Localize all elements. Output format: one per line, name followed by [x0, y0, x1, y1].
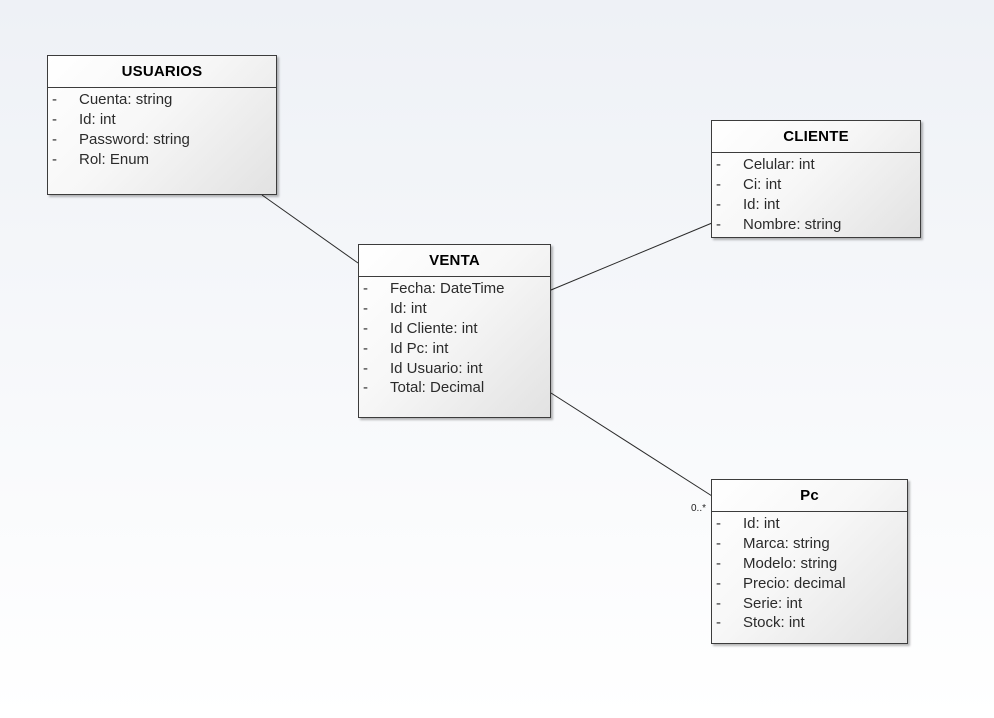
visibility-marker: - — [716, 195, 721, 213]
attribute-text: Id: int — [743, 195, 780, 213]
attribute-row[interactable]: - Serie: int — [712, 593, 907, 613]
attribute-text: Fecha: DateTime — [390, 280, 505, 298]
class-name: Pc — [712, 480, 907, 512]
attribute-list: - Cuenta: string - Id: int - Password: stri… — [48, 88, 276, 169]
visibility-marker: - — [52, 150, 57, 168]
attribute-row[interactable]: - Nombre: string — [712, 214, 920, 234]
attribute-row[interactable]: - Id Usuario: int — [359, 358, 550, 378]
attribute-list: - Fecha: DateTime - Id: int - Id Cliente: i… — [359, 277, 550, 398]
attribute-row[interactable]: - Id: int — [712, 195, 920, 215]
class-name: USUARIOS — [48, 56, 276, 88]
attribute-row[interactable]: - Cuenta: string — [48, 90, 276, 110]
visibility-marker: - — [716, 176, 721, 194]
attribute-text: Id Cliente: int — [390, 319, 478, 337]
attribute-text: Password: string — [79, 130, 190, 148]
attribute-row[interactable]: - Rol: Enum — [48, 149, 276, 169]
attribute-text: Id: int — [390, 300, 427, 318]
visibility-marker: - — [716, 215, 721, 233]
visibility-marker: - — [716, 515, 721, 533]
attribute-row[interactable]: - Id: int — [48, 110, 276, 130]
attribute-row[interactable]: - Fecha: DateTime — [359, 279, 550, 299]
attribute-row[interactable]: - Password: string — [48, 130, 276, 150]
attribute-row[interactable]: - Ci: int — [712, 175, 920, 195]
attribute-row[interactable]: - Id Cliente: int — [359, 319, 550, 339]
attribute-text: Serie: int — [743, 594, 803, 612]
class-name: CLIENTE — [712, 121, 920, 153]
attribute-text: Id: int — [79, 111, 116, 129]
attribute-text: Cuenta: string — [79, 91, 173, 109]
visibility-marker: - — [363, 300, 368, 318]
attribute-row[interactable]: - Id: int — [359, 299, 550, 319]
class-name: VENTA — [359, 245, 550, 277]
attribute-row[interactable]: - Id Pc: int — [359, 338, 550, 358]
attribute-text: Id Usuario: int — [390, 359, 483, 377]
attribute-row[interactable]: - Precio: decimal — [712, 573, 907, 593]
attribute-text: Total: Decimal — [390, 379, 485, 397]
visibility-marker: - — [363, 280, 368, 298]
visibility-marker: - — [363, 319, 368, 337]
attribute-text: Marca: string — [743, 535, 830, 553]
attribute-text: Id Pc: int — [390, 339, 449, 357]
visibility-marker: - — [52, 91, 57, 109]
visibility-marker: - — [716, 535, 721, 553]
class-usuarios[interactable]: USUARIOS - Cuenta: string - Id: int - Passw… — [47, 55, 277, 195]
visibility-marker: - — [52, 130, 57, 148]
attribute-row[interactable]: - Total: Decimal — [359, 378, 550, 398]
attribute-text: Modelo: string — [743, 554, 838, 572]
attribute-text: Nombre: string — [743, 215, 842, 233]
visibility-marker: - — [52, 111, 57, 129]
attribute-text: Celular: int — [743, 156, 815, 174]
association-usuarios-venta[interactable] — [261, 194, 359, 264]
visibility-marker: - — [716, 156, 721, 174]
attribute-row[interactable]: - Stock: int — [712, 613, 907, 633]
visibility-marker: - — [716, 554, 721, 572]
attribute-row[interactable]: - Marca: string — [712, 534, 907, 554]
attribute-row[interactable]: - Modelo: string — [712, 554, 907, 574]
visibility-marker: - — [716, 574, 721, 592]
class-cliente[interactable]: CLIENTE - Celular: int - Ci: int - Id: int … — [711, 120, 921, 238]
attribute-list: -Id: int -Marca: string -Modelo: string … — [712, 512, 907, 633]
visibility-marker: - — [363, 359, 368, 377]
attribute-text: Id: int — [743, 515, 780, 533]
multiplicity-label: 0..* — [691, 503, 707, 514]
visibility-marker: - — [716, 614, 721, 632]
attribute-text: Stock: int — [743, 614, 805, 632]
class-venta[interactable]: VENTA - Fecha: DateTime - Id: int - Id Clie… — [358, 244, 551, 418]
attribute-text: Ci: int — [743, 176, 782, 194]
association-venta-cliente[interactable] — [550, 222, 713, 291]
attribute-row[interactable]: - Id: int — [712, 514, 907, 534]
class-pc[interactable]: Pc - Id: int - Marca: string - Modelo: stri… — [711, 479, 908, 644]
attribute-row[interactable]: - Celular: int — [712, 155, 920, 175]
visibility-marker: - — [363, 339, 368, 357]
visibility-marker: - — [716, 594, 721, 612]
attribute-list: - Celular: int - Ci: int - Id: int - Nombre:… — [712, 153, 920, 234]
association-venta-pc[interactable] — [550, 392, 713, 497]
attribute-text: Precio: decimal — [743, 574, 846, 592]
visibility-marker: - — [363, 379, 368, 397]
attribute-text: Rol: Enum — [79, 150, 150, 168]
